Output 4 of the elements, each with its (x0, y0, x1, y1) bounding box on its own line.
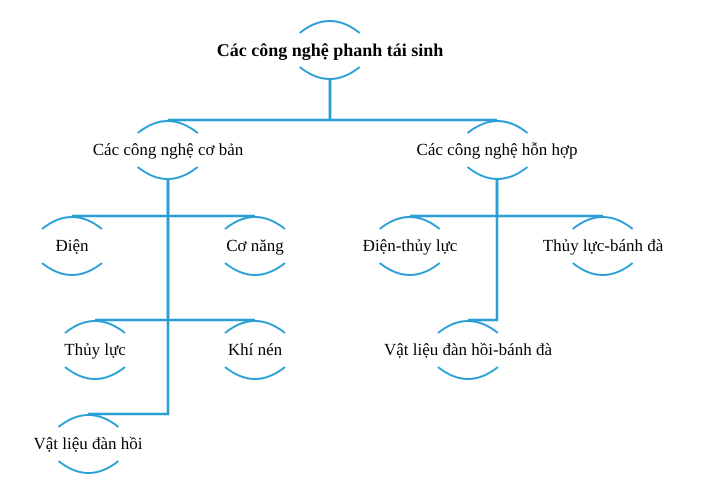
node-label: Các công nghệ hỗn hợp (416, 139, 578, 161)
connector-line (468, 180, 498, 322)
connector-line (328, 80, 497, 122)
connector-line (88, 180, 170, 416)
